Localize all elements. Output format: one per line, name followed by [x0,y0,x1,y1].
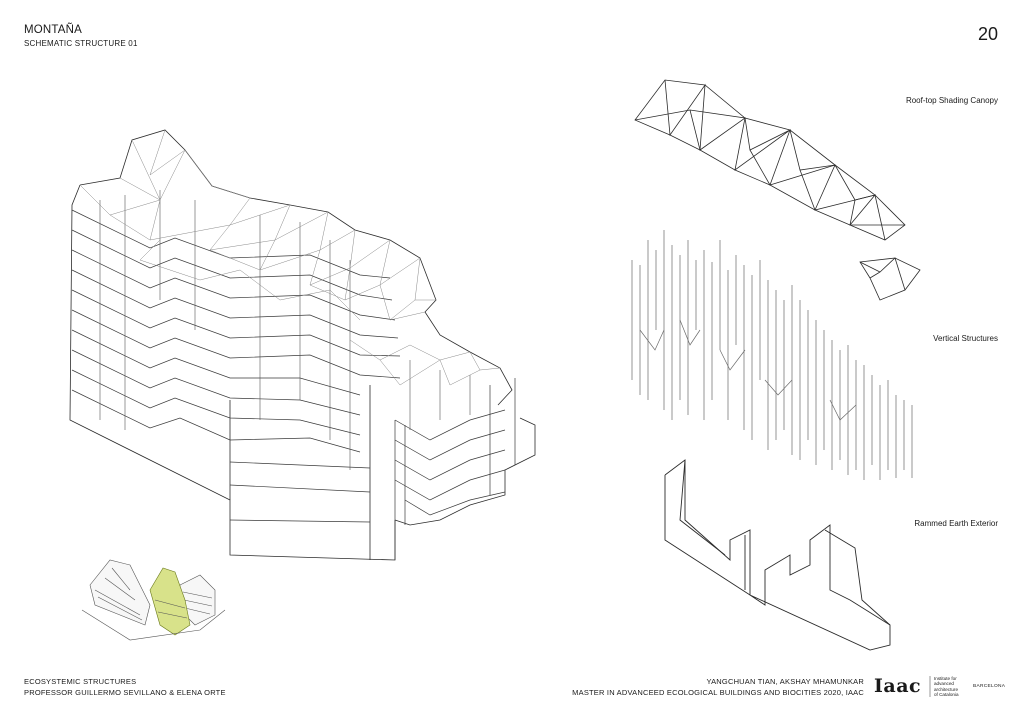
drawing-subtitle: SCHEMATIC STRUCTURE 01 [24,39,138,48]
footer-course: ECOSYSTEMIC STRUCTURES [24,677,137,686]
site-context-thumbnail [81,559,226,641]
label-vertical-structures: Vertical Structures [933,334,998,343]
label-rammed-earth: Rammed Earth Exterior [914,519,998,528]
rammed-earth-diagram [664,459,891,651]
iaac-logo-text: Institute for advanced architecture of C… [934,676,959,698]
vertical-structures-diagram [631,230,913,480]
project-title: MONTAÑA [24,24,83,36]
iaac-logo-mark: Iaac [874,675,922,697]
iaac-logo: Iaac Institute for advanced architecture… [874,674,1006,700]
footer-left: ECOSYSTEMIC STRUCTURES PROFESSOR GUILLER… [24,676,226,698]
iaac-logo-city: BARCELONA [973,684,1006,689]
page-number: 20 [977,24,998,44]
footer-professors: PROFESSOR GUILLERMO SEVILLANO & ELENA OR… [24,688,226,697]
footer-program: MASTER IN ADVANCEED ECOLOGICAL BUILDINGS… [572,688,864,697]
footer-authors: YANGCHUAN TIAN, AKSHAY MHAMUNKAR [706,677,864,686]
main-building-axonometric [69,129,536,561]
roof-canopy-diagram [634,79,921,301]
label-roof-canopy: Roof-top Shading Canopy [905,96,998,105]
footer-right: YANGCHUAN TIAN, AKSHAY MHAMUNKAR MASTER … [572,676,864,698]
